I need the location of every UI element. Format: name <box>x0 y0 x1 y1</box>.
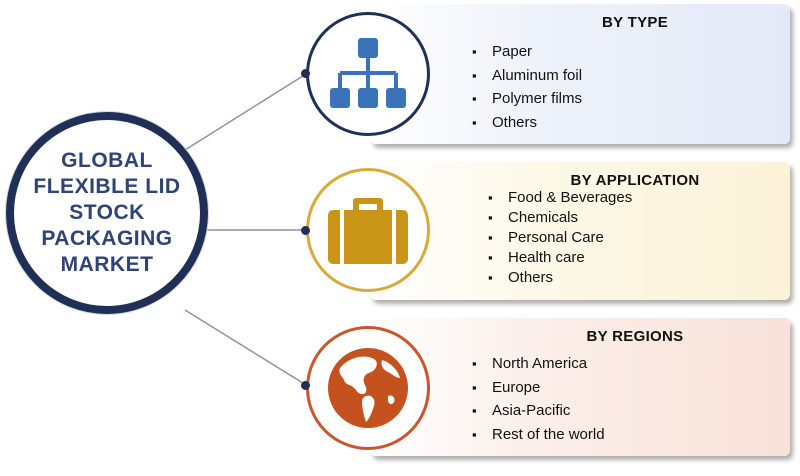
panel-by-regions: BY REGIONS North America Europe Asia-Pac… <box>370 318 790 456</box>
hierarchy-icon <box>330 38 406 108</box>
node-dot-regions <box>301 381 310 390</box>
panel-by-application: BY APPLICATION Food & Beverages Chemical… <box>370 162 790 300</box>
list-item: Food & Beverages <box>488 188 632 208</box>
list-item: Chemicals <box>488 208 632 228</box>
globe-icon <box>328 348 408 428</box>
briefcase-icon <box>328 198 408 264</box>
node-dot-application <box>301 226 310 235</box>
list-item: Others <box>488 268 632 288</box>
list-item: Aluminum foil <box>472 64 582 88</box>
type-list: Paper Aluminum foil Polymer films Others <box>472 40 582 134</box>
panel-by-type: BY TYPE Paper Aluminum foil Polymer film… <box>370 4 790 144</box>
panel-title-regions: BY REGIONS <box>586 328 684 345</box>
application-list: Food & Beverages Chemicals Personal Care… <box>488 188 632 288</box>
list-item: Asia-Pacific <box>472 399 605 423</box>
list-item: Paper <box>472 40 582 64</box>
list-item: Polymer films <box>472 87 582 111</box>
regions-icon-ring <box>306 326 430 450</box>
list-item: Health care <box>488 248 632 268</box>
list-item: Others <box>472 111 582 135</box>
list-item: Rest of the world <box>472 423 605 447</box>
application-icon-ring <box>306 168 430 292</box>
hub-title: GLOBAL FLEXIBLE LID STOCK PACKAGING MARK… <box>33 149 181 276</box>
regions-list: North America Europe Asia-Pacific Rest o… <box>472 352 605 446</box>
panel-title-application: BY APPLICATION <box>570 172 700 189</box>
type-icon-ring <box>306 12 430 136</box>
list-item: North America <box>472 352 605 376</box>
list-item: Europe <box>472 376 605 400</box>
market-hub: GLOBAL FLEXIBLE LID STOCK PACKAGING MARK… <box>6 112 208 314</box>
panel-title-type: BY TYPE <box>601 14 668 31</box>
node-dot-type <box>301 69 310 78</box>
list-item: Personal Care <box>488 228 632 248</box>
